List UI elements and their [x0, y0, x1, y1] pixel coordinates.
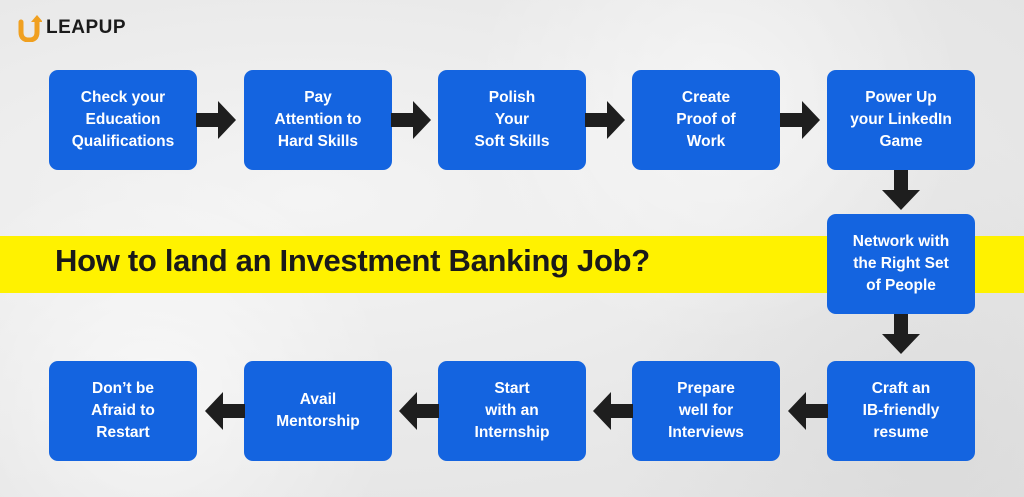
- step-8-box: Prepare well for Interviews: [632, 361, 780, 461]
- leapup-u-arrow-icon: [18, 15, 42, 42]
- arrow-down-icon: [882, 170, 920, 210]
- step-1-box: Check your Education Qualifications: [49, 70, 197, 170]
- arrow-right-icon: [196, 101, 236, 139]
- step-5-box: Power Up your LinkedIn Game: [827, 70, 975, 170]
- step-7-box: Craft an IB-friendly resume: [827, 361, 975, 461]
- arrow-right-icon: [780, 101, 820, 139]
- page-title: How to land an Investment Banking Job?: [55, 243, 650, 278]
- arrow-left-icon: [399, 392, 439, 430]
- step-3-box: Polish Your Soft Skills: [438, 70, 586, 170]
- step-11-box: Don’t be Afraid to Restart: [49, 361, 197, 461]
- arrow-down-icon: [882, 314, 920, 354]
- step-9-box: Start with an Internship: [438, 361, 586, 461]
- logo: LEAPUP: [18, 14, 126, 42]
- arrow-left-icon: [788, 392, 828, 430]
- step-2-box: Pay Attention to Hard Skills: [244, 70, 392, 170]
- brand-name: LEAPUP: [46, 17, 127, 38]
- step-10-box: Avail Mentorship: [244, 361, 392, 461]
- arrow-right-icon: [585, 101, 625, 139]
- step-4-box: Create Proof of Work: [632, 70, 780, 170]
- step-6-box: Network with the Right Set of People: [827, 214, 975, 314]
- arrow-right-icon: [391, 101, 431, 139]
- arrow-left-icon: [593, 392, 633, 430]
- arrow-left-icon: [205, 392, 245, 430]
